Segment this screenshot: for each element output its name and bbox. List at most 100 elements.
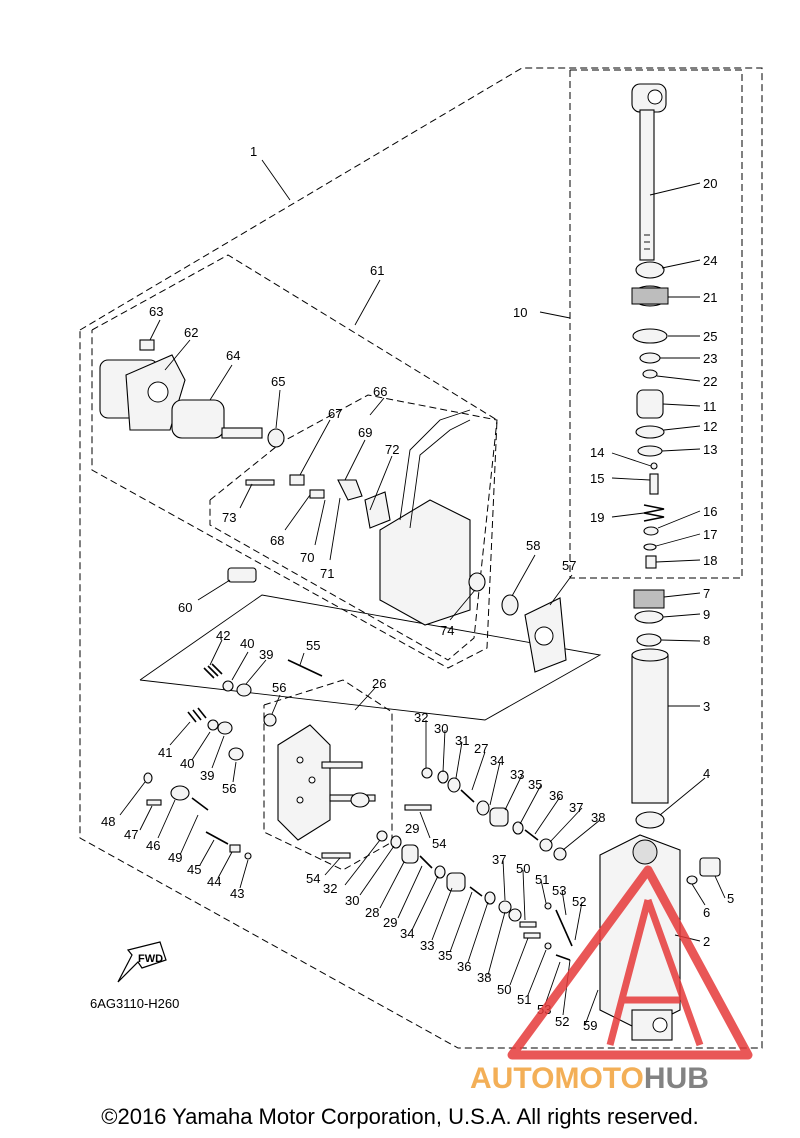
callout-37b: 37 — [492, 852, 506, 867]
callout-60: 60 — [178, 600, 192, 615]
callout-39b: 39 — [200, 768, 214, 783]
callout-42: 42 — [216, 628, 230, 643]
tilt-rod-assembly — [631, 83, 669, 829]
callout-3: 3 — [703, 699, 710, 714]
callout-14: 14 — [590, 445, 604, 460]
callout-56a: 56 — [272, 680, 286, 695]
callout-57: 57 — [562, 558, 576, 573]
callout-26: 26 — [372, 676, 386, 691]
callout-62: 62 — [184, 325, 198, 340]
callout-30a: 30 — [434, 721, 448, 736]
boundary-61 — [91, 254, 498, 669]
callout-45: 45 — [187, 862, 201, 877]
fwd-arrow: FWD — [117, 941, 167, 983]
callout-47: 47 — [124, 827, 138, 842]
callout-33a: 33 — [510, 767, 524, 782]
callout-23: 23 — [703, 351, 717, 366]
callout-19: 19 — [590, 510, 604, 525]
spool-parts — [321, 767, 573, 961]
callout-74: 74 — [440, 623, 454, 638]
watermark-text: AUTOMOTOHUB — [470, 1062, 709, 1095]
callout-51a: 51 — [535, 872, 549, 887]
callout-44: 44 — [207, 874, 221, 889]
callout-2: 2 — [703, 934, 710, 949]
callout-22: 22 — [703, 374, 717, 389]
boundary-26 — [263, 679, 393, 871]
callout-51b: 51 — [517, 992, 531, 1007]
callout-37a: 37 — [569, 800, 583, 815]
assembly-boundaries — [79, 67, 763, 1049]
callout-46: 46 — [146, 838, 160, 853]
diagram-code: 6AG3110-H260 — [90, 996, 180, 1011]
callout-21: 21 — [703, 290, 717, 305]
callout-72: 72 — [385, 442, 399, 457]
callout-28: 28 — [365, 905, 379, 920]
callout-34b: 34 — [400, 926, 414, 941]
callout-54b: 54 — [306, 871, 320, 886]
callout-18: 18 — [703, 553, 717, 568]
callout-6: 6 — [703, 905, 710, 920]
callout-58: 58 — [526, 538, 540, 553]
callout-5: 5 — [727, 891, 734, 906]
callout-67: 67 — [328, 406, 342, 421]
callout-33b: 33 — [420, 938, 434, 953]
callout-34a: 34 — [490, 753, 504, 768]
callout-24: 24 — [703, 253, 717, 268]
callout-8: 8 — [703, 633, 710, 648]
callout-50b: 50 — [497, 982, 511, 997]
callout-63: 63 — [149, 304, 163, 319]
boundary-66 — [209, 394, 498, 661]
callout-29b: 29 — [383, 915, 397, 930]
callout-1: 1 — [250, 144, 257, 159]
callout-32a: 32 — [414, 710, 428, 725]
callout-32b: 32 — [323, 881, 337, 896]
callout-56b: 56 — [222, 781, 236, 796]
callout-53a: 53 — [552, 883, 566, 898]
callout-73: 73 — [222, 510, 236, 525]
callout-11: 11 — [703, 399, 717, 414]
callout-30b: 30 — [345, 893, 359, 908]
callout-12: 12 — [703, 419, 717, 434]
watermark-triangle-icon — [507, 865, 753, 1060]
callout-15: 15 — [590, 471, 604, 486]
callout-4: 4 — [703, 766, 710, 781]
callout-9: 9 — [703, 607, 710, 622]
callout-27: 27 — [474, 741, 488, 756]
callout-labels: 1 2 3 4 5 6 7 8 9 10 11 12 13 14 15 16 1… — [101, 144, 734, 1033]
callout-17: 17 — [703, 527, 717, 542]
callout-69: 69 — [358, 425, 372, 440]
callout-68: 68 — [270, 533, 284, 548]
callout-39a: 39 — [259, 647, 273, 662]
callout-36b: 36 — [457, 959, 471, 974]
callout-16: 16 — [703, 504, 717, 519]
callout-40a: 40 — [240, 636, 254, 651]
callout-36a: 36 — [549, 788, 563, 803]
callout-64: 64 — [226, 348, 240, 363]
callout-66: 66 — [373, 384, 387, 399]
callout-43: 43 — [230, 886, 244, 901]
callout-50a: 50 — [516, 861, 530, 876]
watermark-brand-part1: AUTOMOTO — [470, 1062, 644, 1095]
watermark-brand-part2: HUB — [644, 1062, 709, 1095]
callout-49: 49 — [168, 850, 182, 865]
callout-35a: 35 — [528, 777, 542, 792]
motor-group — [99, 339, 567, 673]
watermark-logo: AUTOMOTOHUB — [470, 865, 753, 1095]
callout-52b: 52 — [555, 1014, 569, 1029]
callout-71: 71 — [320, 566, 334, 581]
callout-52a: 52 — [572, 894, 586, 909]
callout-59: 59 — [583, 1018, 597, 1033]
callout-65: 65 — [271, 374, 285, 389]
callout-13: 13 — [703, 442, 717, 457]
outline-block — [139, 594, 602, 721]
valve-block-parts — [143, 659, 376, 860]
callout-7: 7 — [703, 586, 710, 601]
callout-41: 41 — [158, 745, 172, 760]
boundary-10 — [569, 69, 743, 579]
callout-31: 31 — [455, 733, 469, 748]
callout-61: 61 — [370, 263, 384, 278]
callout-38b: 38 — [477, 970, 491, 985]
callout-48: 48 — [101, 814, 115, 829]
